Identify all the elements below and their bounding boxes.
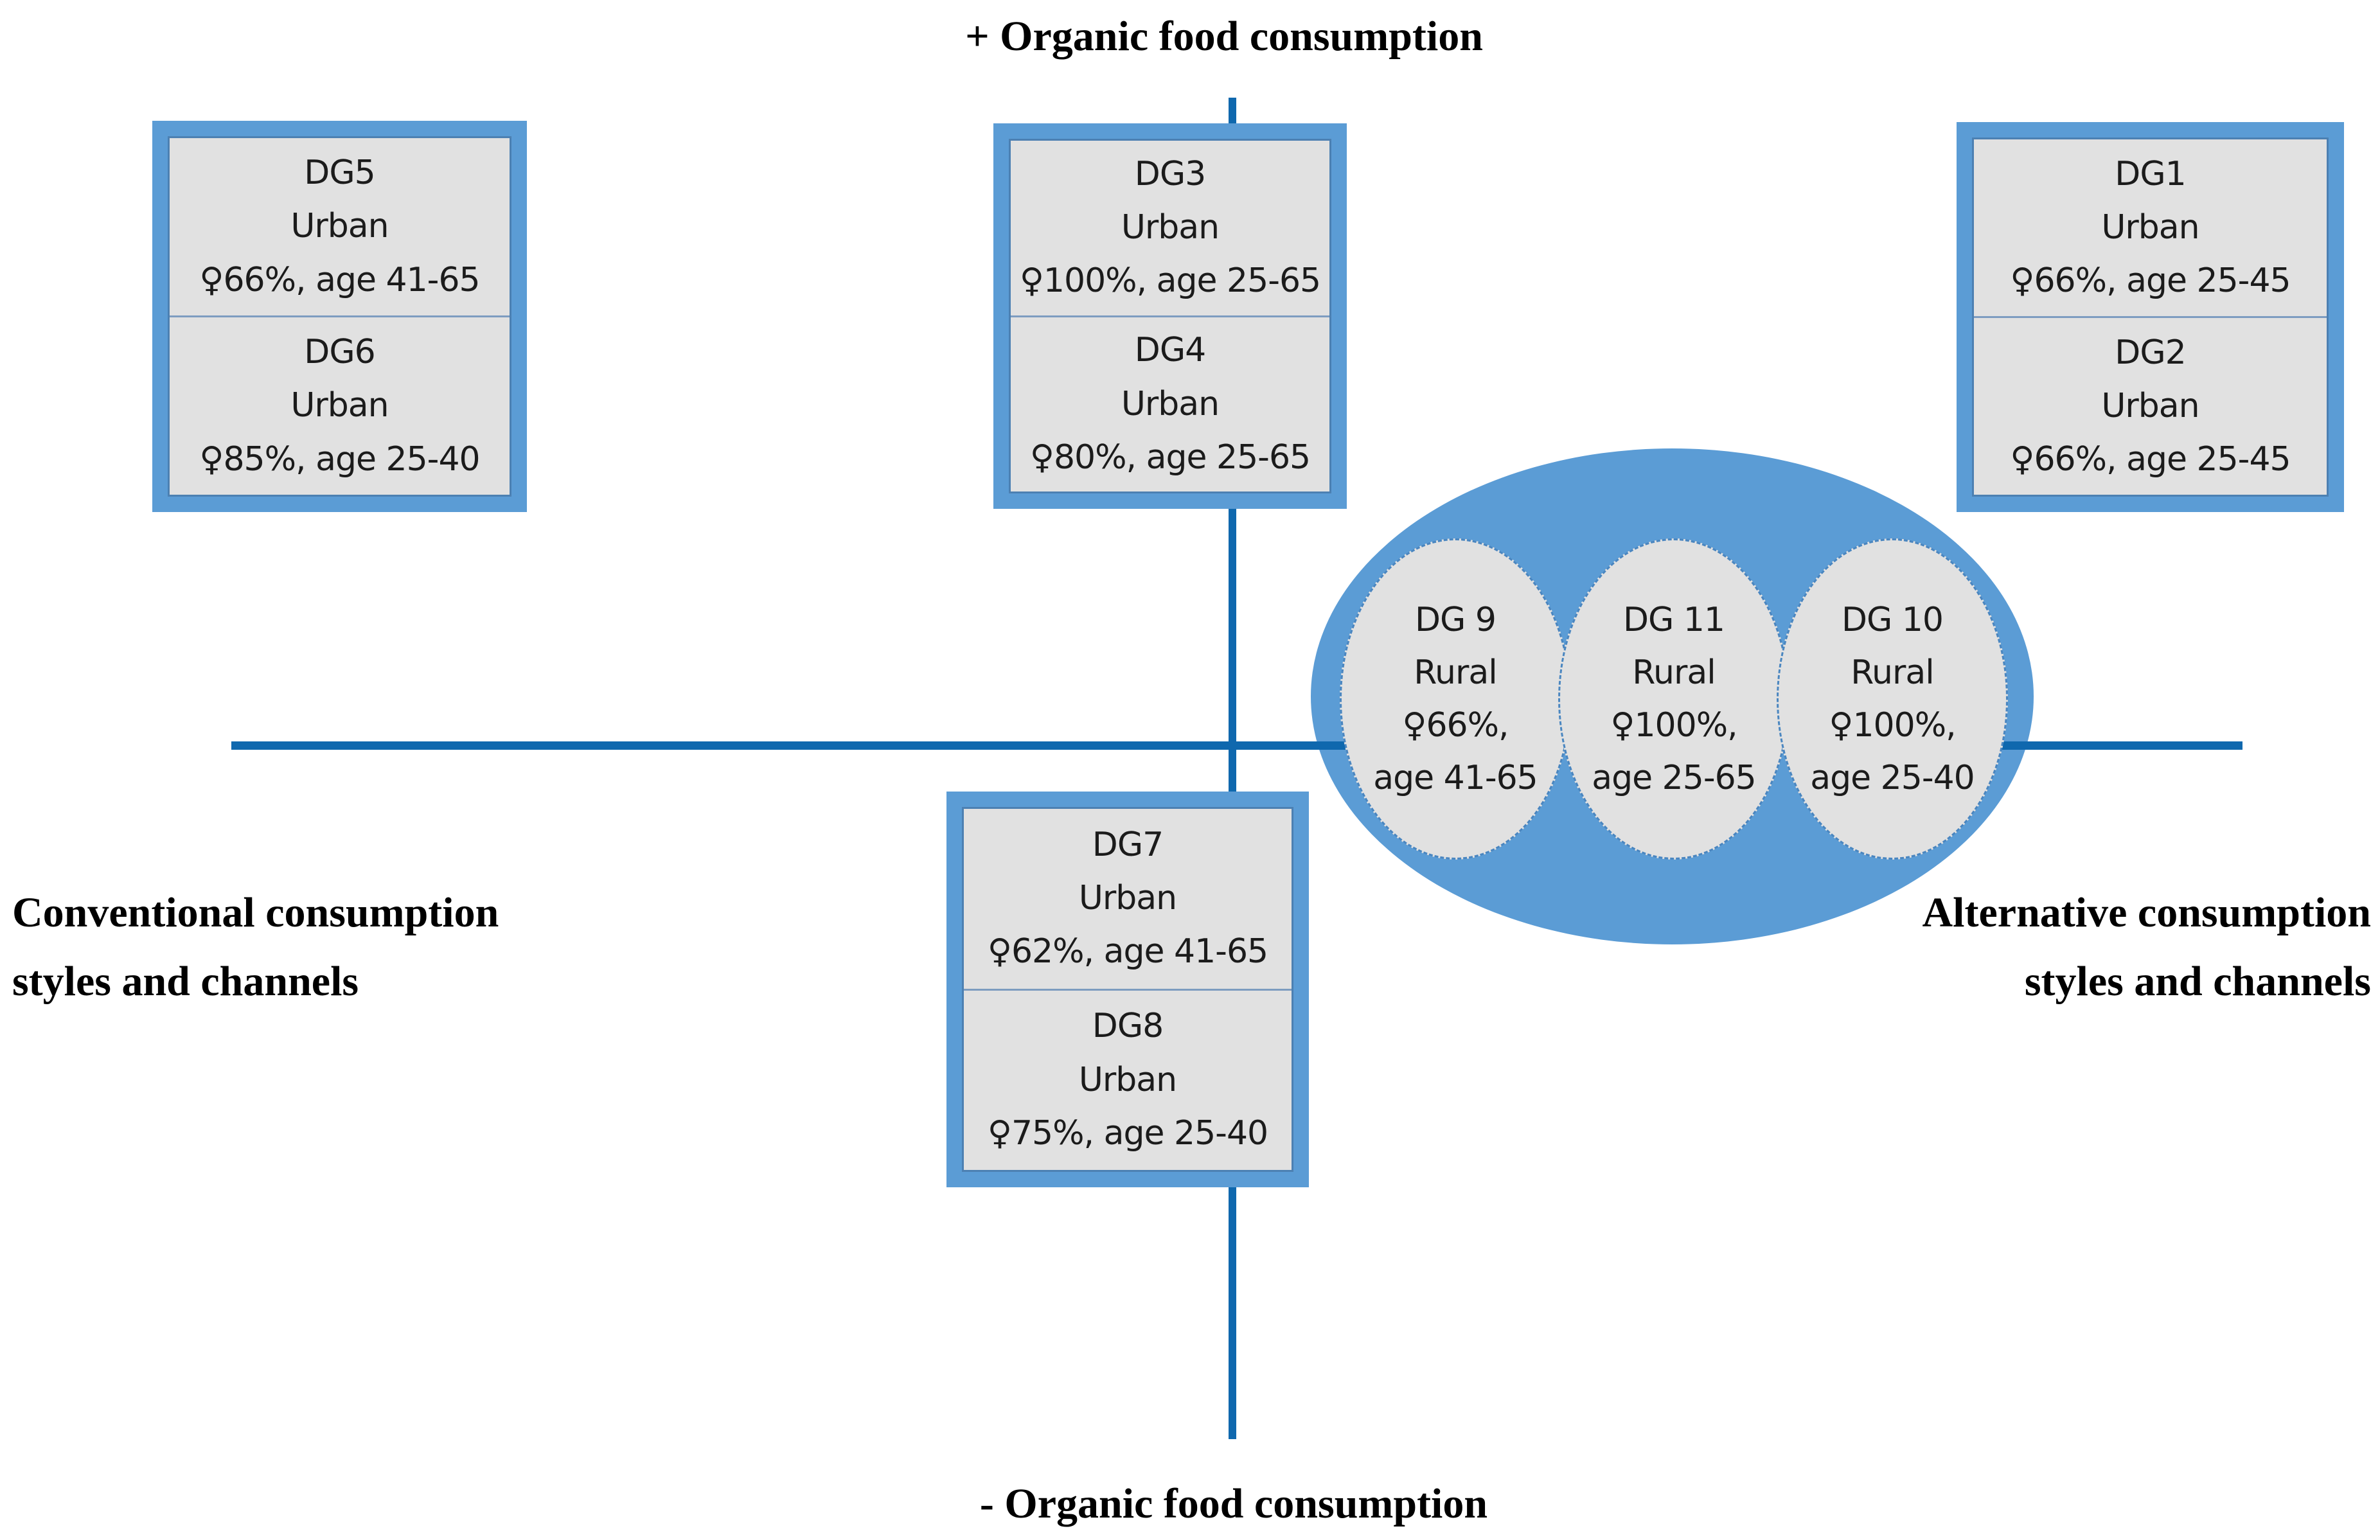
group-id: DG1 [2115, 154, 2186, 193]
box-panel: DG7 Urban ♀62%, age 41-65 DG8 Urban ♀75%… [962, 807, 1293, 1172]
axis-label-alternative: Alternative consumption styles and chann… [1923, 879, 2371, 1016]
cell-dg2: DG2 Urban ♀66%, age 25-45 [1974, 316, 2327, 495]
axis-label-conventional-line2: styles and channels [12, 957, 359, 1005]
ellipse-dg9: DG 9 Rural ♀66%, age 41-65 [1340, 538, 1571, 860]
box-panel: DG3 Urban ♀100%, age 25-65 DG4 Urban ♀80… [1009, 139, 1331, 493]
box-panel: DG1 Urban ♀66%, age 25-45 DG2 Urban ♀66%… [1972, 137, 2329, 497]
group-stats: ♀100%, age 25-65 [1019, 261, 1321, 301]
cell-dg1: DG1 Urban ♀66%, age 25-45 [1974, 139, 2327, 316]
demographic-box-dg1-dg2: DG1 Urban ♀66%, age 25-45 DG2 Urban ♀66%… [1957, 122, 2344, 512]
ellipse-dg11: DG 11 Rural ♀100%, age 25-65 [1558, 538, 1789, 860]
demographic-box-dg7-dg8: DG7 Urban ♀62%, age 41-65 DG8 Urban ♀75%… [946, 792, 1309, 1187]
group-area: Rural [1851, 653, 1934, 692]
group-area: Urban [1121, 384, 1220, 423]
group-female-pct: ♀100%, [1829, 706, 1956, 745]
demographic-box-dg3-dg4: DG3 Urban ♀100%, age 25-65 DG4 Urban ♀80… [993, 123, 1347, 509]
group-female-pct: ♀100%, [1610, 706, 1737, 745]
box-panel: DG5 Urban ♀66%, age 41-65 DG6 Urban ♀85%… [168, 136, 511, 497]
cell-dg8: DG8 Urban ♀75%, age 25-40 [964, 988, 1292, 1171]
group-area: Rural [1414, 653, 1497, 692]
group-female-pct: ♀66%, [1402, 706, 1509, 745]
group-id: DG8 [1092, 1007, 1164, 1046]
group-area: Urban [290, 207, 389, 246]
group-id: DG2 [2115, 333, 2186, 372]
group-area: Urban [1078, 879, 1177, 918]
group-stats: ♀66%, age 25-45 [2010, 261, 2291, 301]
cell-dg7: DG7 Urban ♀62%, age 41-65 [964, 809, 1292, 989]
group-id: DG 10 [1841, 600, 1944, 639]
group-stats: ♀80%, age 25-65 [1029, 438, 1311, 477]
group-stats: ♀66%, age 25-45 [2010, 440, 2291, 479]
group-area: Urban [2101, 386, 2199, 425]
group-stats: ♀66%, age 41-65 [199, 260, 480, 299]
group-area: Urban [1121, 208, 1220, 247]
axis-label-conventional: Conventional consumption styles and chan… [12, 879, 499, 1016]
ellipse-dg10: DG 10 Rural ♀100%, age 25-40 [1777, 538, 2008, 860]
axis-label-alternative-line1: Alternative consumption [1922, 889, 2371, 936]
group-id: DG4 [1134, 331, 1206, 370]
axis-label-organic-plus: + Organic food consumption [965, 13, 1483, 60]
cell-dg6: DG6 Urban ♀85%, age 25-40 [170, 315, 510, 495]
group-id: DG7 [1092, 825, 1164, 864]
cell-dg4: DG4 Urban ♀80%, age 25-65 [1011, 315, 1329, 492]
group-id: DG3 [1134, 154, 1206, 193]
group-stats: ♀62%, age 41-65 [987, 932, 1268, 971]
group-id: DG 11 [1622, 600, 1725, 639]
group-id: DG5 [304, 154, 375, 193]
axis-label-alternative-line2: styles and channels [2024, 957, 2371, 1005]
cell-dg3: DG3 Urban ♀100%, age 25-65 [1011, 141, 1329, 315]
group-stats: ♀75%, age 25-40 [987, 1113, 1268, 1153]
group-area: Rural [1632, 653, 1716, 692]
axis-label-conventional-line1: Conventional consumption [12, 889, 499, 936]
demographic-box-dg5-dg6: DG5 Urban ♀66%, age 41-65 DG6 Urban ♀85%… [152, 121, 527, 512]
group-age-range: age 25-40 [1810, 759, 1975, 798]
group-id: DG6 [304, 333, 375, 372]
cell-dg5: DG5 Urban ♀66%, age 41-65 [170, 138, 510, 315]
group-age-range: age 41-65 [1373, 759, 1538, 798]
group-area: Urban [2101, 208, 2199, 247]
group-stats: ♀85%, age 25-40 [199, 439, 480, 479]
group-id: DG 9 [1415, 600, 1496, 639]
group-age-range: age 25-65 [1592, 759, 1756, 798]
axis-label-organic-minus: - Organic food consumption [979, 1480, 1488, 1527]
group-area: Urban [1078, 1060, 1177, 1099]
group-area: Urban [290, 386, 389, 425]
